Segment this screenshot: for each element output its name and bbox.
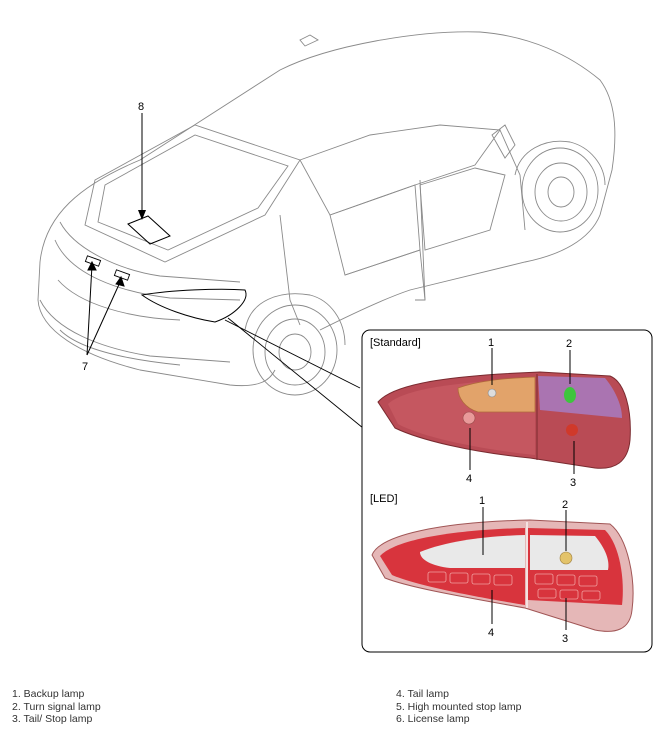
callout-leader <box>224 317 364 429</box>
callout-8-label: 8 <box>138 101 144 113</box>
legend-item: 2. Turn signal lamp <box>12 700 101 713</box>
legend-right: 4. Tail lamp 5. High mounted stop lamp 6… <box>396 688 522 726</box>
legend-item: 3. Tail/ Stop lamp <box>12 713 93 725</box>
standard-tail-lamp <box>377 371 631 469</box>
std-callout-2: 2 <box>566 338 572 350</box>
led-callouts <box>482 507 567 630</box>
std-turn-signal-area <box>538 376 622 418</box>
std-callout-1: 1 <box>488 337 494 349</box>
callout-8: 8 <box>138 101 146 220</box>
standard-heading: [Standard] <box>370 337 421 349</box>
legend-item: 5. High mounted stop lamp <box>396 700 522 713</box>
car-tail-lamp <box>140 288 247 323</box>
callout-7-label: 7 <box>82 361 88 373</box>
led-callout-4: 4 <box>488 627 494 639</box>
standard-callouts <box>469 348 575 474</box>
legend-left: 1. Backup lamp 2. Turn signal lamp 3. Ta… <box>12 688 101 726</box>
std-backup-lamp-area <box>457 376 536 413</box>
car-illustration <box>37 31 616 396</box>
legend-item: 6. License lamp <box>396 713 470 725</box>
led-callout-2: 2 <box>562 499 568 511</box>
std-bulb-3 <box>566 424 578 436</box>
std-bulb-1 <box>487 388 497 398</box>
led-tail-lamp <box>371 519 634 632</box>
led-bulb-2 <box>559 551 573 565</box>
std-bulb-4 <box>462 411 476 425</box>
led-callout-1: 1 <box>479 495 485 507</box>
led-heading: [LED] <box>370 493 398 505</box>
legend-item: 1. Backup lamp <box>12 688 85 700</box>
led-turn-lens <box>530 535 609 570</box>
led-callout-3: 3 <box>562 633 568 645</box>
std-callout-3: 3 <box>570 477 576 489</box>
callout-7: 7 <box>82 260 125 373</box>
led-segments <box>427 571 601 601</box>
lamp-detail-inset: [Standard] 1 2 3 4 [LED] <box>361 329 653 653</box>
legend-item: 4. Tail lamp <box>396 688 449 700</box>
led-backup-lens <box>420 535 525 568</box>
std-callout-4: 4 <box>466 473 472 485</box>
high-mounted-stop-lamp <box>127 215 171 245</box>
std-bulb-2 <box>564 387 576 403</box>
